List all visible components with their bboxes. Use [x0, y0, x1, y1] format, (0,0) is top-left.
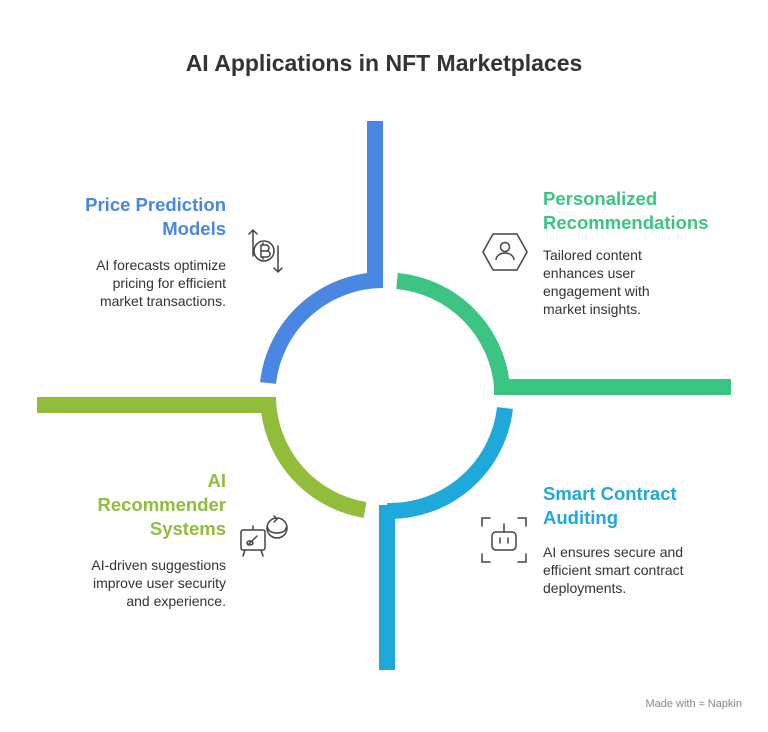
desc-line: deployments. — [543, 580, 627, 596]
heading-line: Auditing — [543, 507, 619, 528]
easel-refresh-icon — [240, 515, 288, 557]
green-arc — [396, 273, 510, 388]
lime-segment — [37, 397, 367, 518]
price-prediction-heading: Price Prediction Models — [85, 193, 226, 241]
desc-line: efficient smart contract — [543, 562, 684, 578]
personalized-recommendations-desc: Tailored content enhances user engagemen… — [543, 246, 650, 318]
smart-contract-heading: Smart Contract Auditing — [543, 482, 677, 530]
ai-recommender-heading: AI Recommender Systems — [97, 469, 226, 541]
desc-line: improve user security — [92, 575, 226, 591]
personalized-recommendations-heading: Personalized Recommendations — [543, 187, 709, 235]
desc-line: enhances user — [543, 265, 635, 281]
heading-line: AI — [207, 470, 227, 491]
brand-label: Napkin — [707, 698, 742, 710]
lime-arc — [260, 399, 367, 518]
blue-arc — [260, 272, 384, 385]
blue-segment — [260, 121, 384, 385]
user-hexagon-icon — [482, 233, 528, 271]
heading-line: Smart Contract — [543, 483, 677, 504]
heading-line: Recommender — [97, 494, 226, 515]
napkin-logo-icon: ≈ — [698, 698, 705, 710]
bitcoin-price-arrows-icon — [248, 228, 283, 274]
cyan-segment — [379, 406, 513, 670]
desc-line: Tailored content — [543, 247, 642, 263]
desc-line: and experience. — [126, 593, 226, 609]
heading-line: Recommendations — [543, 212, 709, 233]
green-segment — [396, 273, 731, 395]
desc-line: market transactions. — [99, 293, 226, 309]
heading-line: Price Prediction — [85, 194, 226, 215]
desc-line: AI forecasts optimize — [96, 257, 226, 273]
made-with-napkin: Made with ≈ Napkin — [645, 698, 742, 710]
desc-line: AI-driven suggestions — [91, 557, 226, 573]
smart-contract-desc: AI ensures secure and efficient smart co… — [543, 543, 684, 597]
robot-scan-icon — [481, 517, 527, 563]
ai-recommender-desc: AI-driven suggestions improve user secur… — [91, 556, 226, 610]
desc-line: engagement with — [543, 283, 650, 299]
desc-line: market insights. — [543, 301, 642, 317]
cyan-arc — [386, 406, 513, 520]
desc-line: pricing for efficient — [112, 275, 226, 291]
heading-line: Systems — [149, 518, 226, 539]
made-with-label: Made with — [645, 698, 696, 710]
desc-line: AI ensures secure and — [543, 544, 684, 560]
price-prediction-desc: AI forecasts optimize pricing for effici… — [96, 256, 226, 310]
heading-line: Personalized — [543, 188, 658, 209]
heading-line: Models — [162, 218, 226, 239]
diagram-title: AI Applications in NFT Marketplaces — [185, 50, 583, 76]
